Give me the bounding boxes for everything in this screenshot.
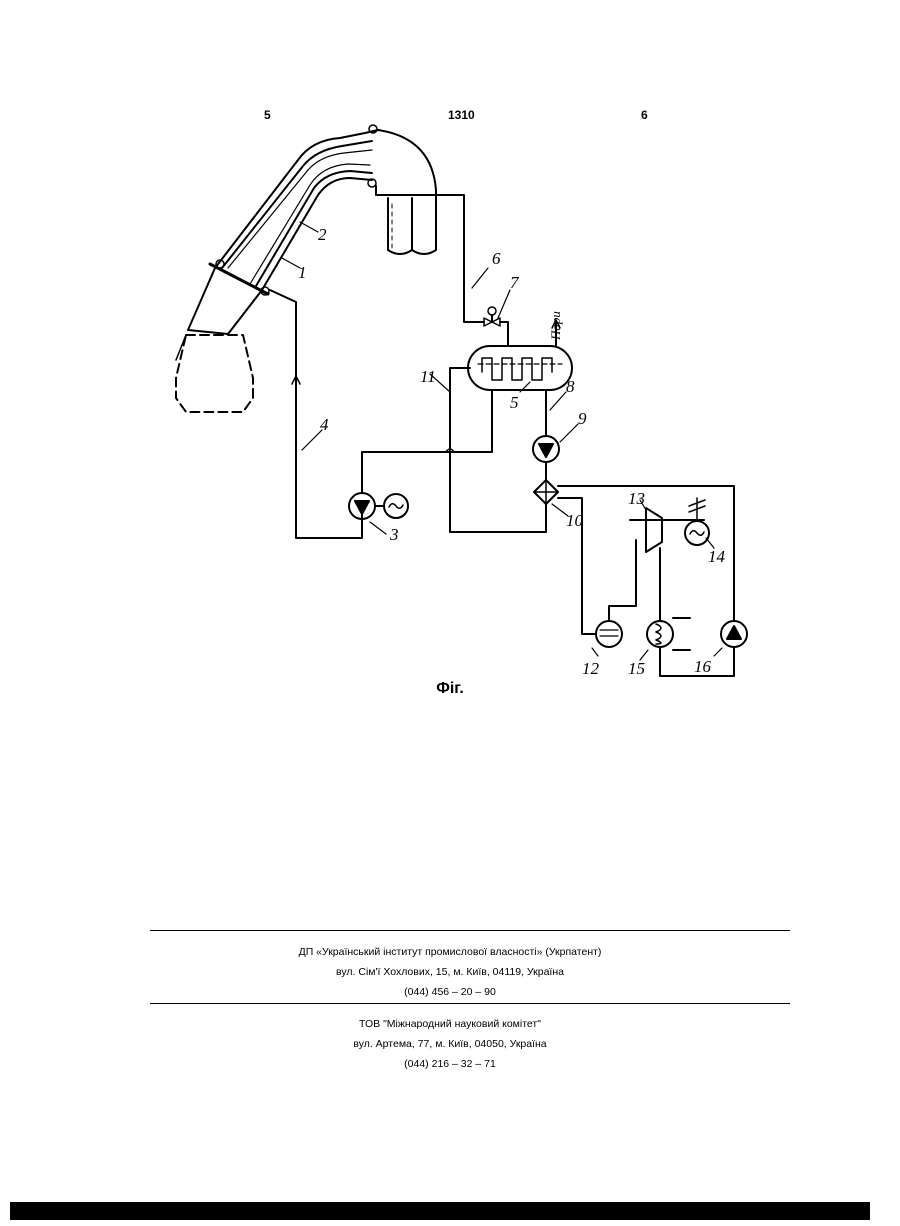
figure-caption: Фіг. [0,680,900,698]
schematic-diagram: 2 1 6 7 11 5 8 9 4 3 10 13 14 12 15 16 П… [0,0,900,700]
label-10: 10 [566,511,584,530]
flue-duct [188,125,436,334]
pipe-11 [450,368,546,532]
tank-12 [596,621,622,647]
footer-rule-middle [150,1003,790,1004]
converter-vessel [176,335,253,412]
label-15: 15 [628,659,645,678]
label-14: 14 [708,547,726,566]
pump-3-suction [362,390,492,492]
label-1: 1 [298,263,307,282]
footer-rule-top [150,930,790,931]
printer-name: ТОВ "Міжнародний науковий комітет" [0,1014,900,1034]
label-7: 7 [510,273,520,292]
condenser-15 [647,618,690,650]
label-5: 5 [510,393,519,412]
printer-phone: (044) 216 – 32 – 71 [0,1054,900,1074]
pump-9 [533,436,559,462]
turbine-13 [630,508,704,620]
valve-7 [484,307,508,346]
heat-exchanger-10 [534,480,558,504]
pipe-4 [270,290,362,538]
printer-address: вул. Артема, 77, м. Київ, 04050, Україна [0,1034,900,1054]
label-3: 3 [389,525,399,544]
pump-16 [721,621,747,647]
label-4: 4 [320,415,329,434]
label-11: 11 [420,367,436,386]
pump-3 [349,493,408,519]
label-9: 9 [578,409,587,428]
label-6: 6 [492,249,501,268]
label-2: 2 [318,225,327,244]
label-8: 8 [566,377,575,396]
label-12: 12 [582,659,600,678]
label-steam: Пари [548,311,563,341]
publisher-address: вул. Сім'ї Хохлових, 15, м. Київ, 04119,… [0,962,900,982]
page-bottom-bar [10,1202,870,1220]
label-13: 13 [628,489,645,508]
publisher-name: ДП «Український інститут промислової вла… [0,942,900,962]
publisher-phone: (044) 456 – 20 – 90 [0,982,900,1002]
leader-lines [282,222,722,660]
label-16: 16 [694,657,712,676]
generator-14 [685,498,709,545]
